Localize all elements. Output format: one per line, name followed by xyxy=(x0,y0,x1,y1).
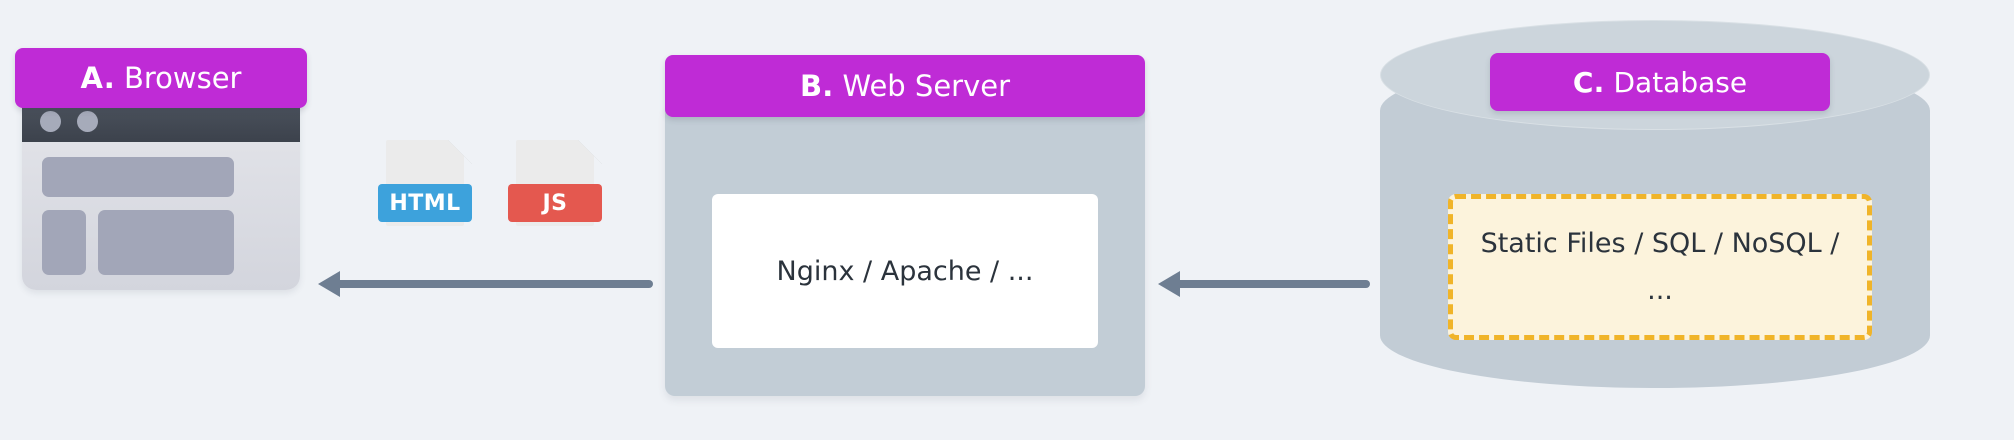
browser-content-block xyxy=(42,210,86,275)
database-storage-line-2: ... xyxy=(1647,275,1673,306)
browser-content-block xyxy=(98,210,234,275)
web-server-panel: Nginx / Apache / ... xyxy=(665,108,1145,396)
arrow-shaft xyxy=(1173,280,1370,288)
browser-content-block xyxy=(42,157,234,197)
arrow-server-to-browser xyxy=(318,271,653,297)
browser-window-illustration xyxy=(22,100,300,290)
browser-banner-title: Browser xyxy=(123,61,242,95)
database-storage-label: Static Files / SQL / NoSQL / ... xyxy=(1448,194,1872,340)
html-file-icon: HTML xyxy=(378,140,472,234)
arrow-head-icon xyxy=(1158,271,1180,297)
html-file-label: HTML xyxy=(378,184,472,222)
database-banner: C. Database xyxy=(1490,53,1830,111)
browser-banner-letter: A. xyxy=(80,61,115,95)
arrow-shaft xyxy=(333,280,653,288)
browser-banner: A. Browser xyxy=(15,48,307,108)
web-server-banner-title: Web Server xyxy=(842,69,1011,103)
arrow-database-to-server xyxy=(1158,271,1370,297)
web-server-banner: B. Web Server xyxy=(665,55,1145,117)
database-storage-line-1: Static Files / SQL / NoSQL / xyxy=(1480,228,1840,259)
web-server-banner-letter: B. xyxy=(799,69,834,103)
web-server-stack-label: Nginx / Apache / ... xyxy=(712,194,1098,348)
js-file-label: JS xyxy=(508,184,602,222)
js-file-icon: JS xyxy=(508,140,602,234)
database-banner-title: Database xyxy=(1613,65,1748,99)
database-banner-letter: C. xyxy=(1572,65,1605,99)
arrow-head-icon xyxy=(318,271,340,297)
window-dot-icon xyxy=(77,111,98,132)
window-dot-icon xyxy=(40,111,61,132)
